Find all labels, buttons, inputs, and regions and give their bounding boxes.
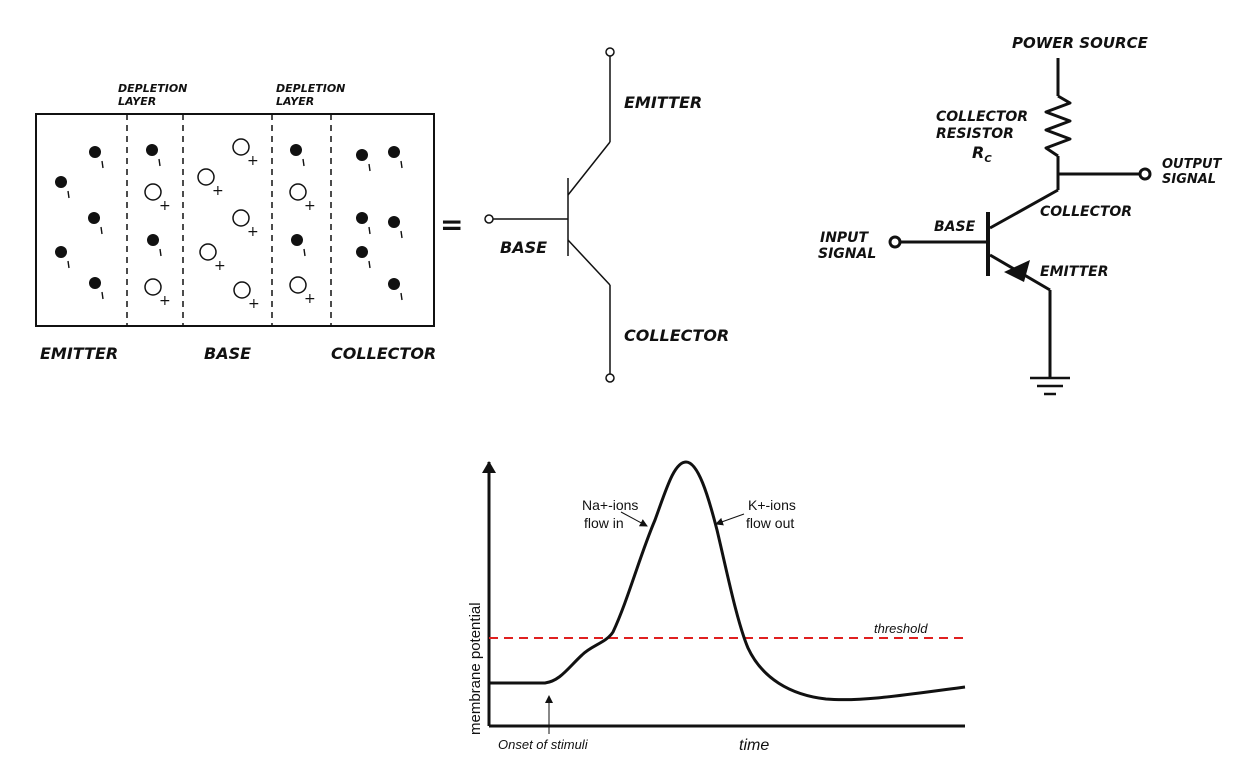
electron-dot xyxy=(356,212,368,224)
k-ions-arrow xyxy=(715,513,745,526)
input-terminal xyxy=(888,235,902,249)
negative-charge-mark xyxy=(159,248,162,257)
electron-dot xyxy=(291,234,303,246)
k-ions-label-line2: flow out xyxy=(746,515,794,531)
electron-dot xyxy=(388,278,400,290)
collector-resistor-label-line1: COLLECTOR xyxy=(936,109,1028,125)
electron-dot xyxy=(147,234,159,246)
negative-charge-mark xyxy=(101,160,104,169)
output-signal-label-line2: SIGNAL xyxy=(1162,172,1216,187)
electron-dot xyxy=(146,144,158,156)
depletion-label-line1: DEPLETION xyxy=(276,82,345,95)
depletion-label-line1: DEPLETION xyxy=(118,82,187,95)
transistor-collector-diagonal xyxy=(989,188,1059,230)
output-terminal xyxy=(1138,167,1152,181)
collector-resistor-zigzag xyxy=(1044,94,1072,158)
hole-circle xyxy=(144,183,162,201)
positive-charge-mark: + xyxy=(247,153,259,169)
collector-resistor-label-line2: RESISTOR xyxy=(936,126,1014,142)
na-ions-arrow xyxy=(620,511,648,527)
negative-charge-mark xyxy=(368,163,371,172)
symbol-label-emitter: EMITTER xyxy=(624,93,702,112)
negative-charge-mark xyxy=(400,160,403,169)
power-source-label: POWER SOURCE xyxy=(1012,34,1149,52)
electron-dot xyxy=(89,277,101,289)
negative-charge-mark xyxy=(158,158,161,167)
na-ions-label-line1: Na+-ions xyxy=(582,497,638,513)
circuit-emitter-label: EMITTER xyxy=(1040,264,1108,280)
electron-dot xyxy=(55,246,67,258)
hole-circle xyxy=(232,138,250,156)
negative-charge-mark xyxy=(100,226,103,235)
hole-circle xyxy=(232,209,250,227)
na-ions-label-line2: flow in xyxy=(584,515,624,531)
negative-charge-mark xyxy=(67,190,70,199)
region-label-base: BASE xyxy=(204,344,251,363)
electron-dot xyxy=(356,246,368,258)
collector-diagonal xyxy=(567,239,611,286)
action-potential-plot: membrane potential time threshold Onset … xyxy=(467,460,966,754)
hole-circle xyxy=(199,243,217,261)
electron-dot xyxy=(55,176,67,188)
x-axis-label: time xyxy=(739,737,769,754)
electron-dot xyxy=(388,146,400,158)
rc-label: RC xyxy=(972,143,992,165)
k-ions-label-line1: K+-ions xyxy=(748,497,796,513)
collector-terminal xyxy=(605,373,615,383)
negative-charge-mark xyxy=(101,291,104,300)
depletion-label-line2: LAYER xyxy=(276,95,314,108)
y-axis-label: membrane potential xyxy=(467,602,484,735)
negative-charge-mark xyxy=(368,226,371,235)
hole-circle xyxy=(144,278,162,296)
negative-charge-mark xyxy=(302,158,305,167)
positive-charge-mark: + xyxy=(304,291,316,307)
circuit-collector-label: COLLECTOR xyxy=(1040,204,1132,220)
electron-dot xyxy=(356,149,368,161)
semiconductor-block: DEPLETION LAYER DEPLETION LAYER ++++++++… xyxy=(35,82,463,363)
positive-charge-mark: + xyxy=(159,198,171,214)
electron-dot xyxy=(88,212,100,224)
positive-charge-mark: + xyxy=(214,258,226,274)
emitter-terminal xyxy=(605,47,615,57)
emitter-arrow-icon xyxy=(1004,260,1030,282)
onset-label: Onset of stimuli xyxy=(498,737,589,752)
circuit-base-label: BASE xyxy=(934,219,976,235)
positive-charge-mark: + xyxy=(304,198,316,214)
region-label-collector: COLLECTOR xyxy=(331,344,436,363)
electron-dot xyxy=(89,146,101,158)
symbol-label-base: BASE xyxy=(500,238,547,257)
negative-charge-mark xyxy=(400,230,403,239)
negative-charge-mark xyxy=(368,260,371,269)
block-outline xyxy=(35,113,435,327)
negative-charge-mark xyxy=(400,292,403,301)
transistor-symbol: EMITTER BASE COLLECTOR xyxy=(484,47,729,383)
emitter-diagonal xyxy=(567,141,611,196)
positive-charge-mark: + xyxy=(212,183,224,199)
electron-dot xyxy=(290,144,302,156)
input-signal-label-line1: INPUT xyxy=(820,230,870,246)
threshold-label: threshold xyxy=(874,621,928,636)
amplifier-circuit: POWER SOURCE COLLECTOR RESISTOR RC OUTPU… xyxy=(818,34,1223,396)
output-signal-label-line1: OUTPUT xyxy=(1162,157,1223,172)
hole-circle xyxy=(197,168,215,186)
region-label-emitter: EMITTER xyxy=(40,344,118,363)
hole-circle xyxy=(233,281,251,299)
hole-circle xyxy=(289,183,307,201)
symbol-label-collector: COLLECTOR xyxy=(624,326,729,345)
potential-curve xyxy=(489,460,966,702)
positive-charge-mark: + xyxy=(159,293,171,309)
hole-circle xyxy=(289,276,307,294)
equals-sign: = xyxy=(440,208,463,241)
charge-carriers: + + + + + + + + + xyxy=(55,138,403,312)
electron-dot xyxy=(388,216,400,228)
positive-charge-mark: + xyxy=(247,224,259,240)
depletion-label-line2: LAYER xyxy=(118,95,156,108)
negative-charge-mark xyxy=(67,260,70,269)
positive-charge-mark: + xyxy=(248,296,260,312)
negative-charge-mark xyxy=(303,248,306,257)
input-signal-label-line2: SIGNAL xyxy=(818,246,876,262)
base-terminal xyxy=(484,214,494,224)
